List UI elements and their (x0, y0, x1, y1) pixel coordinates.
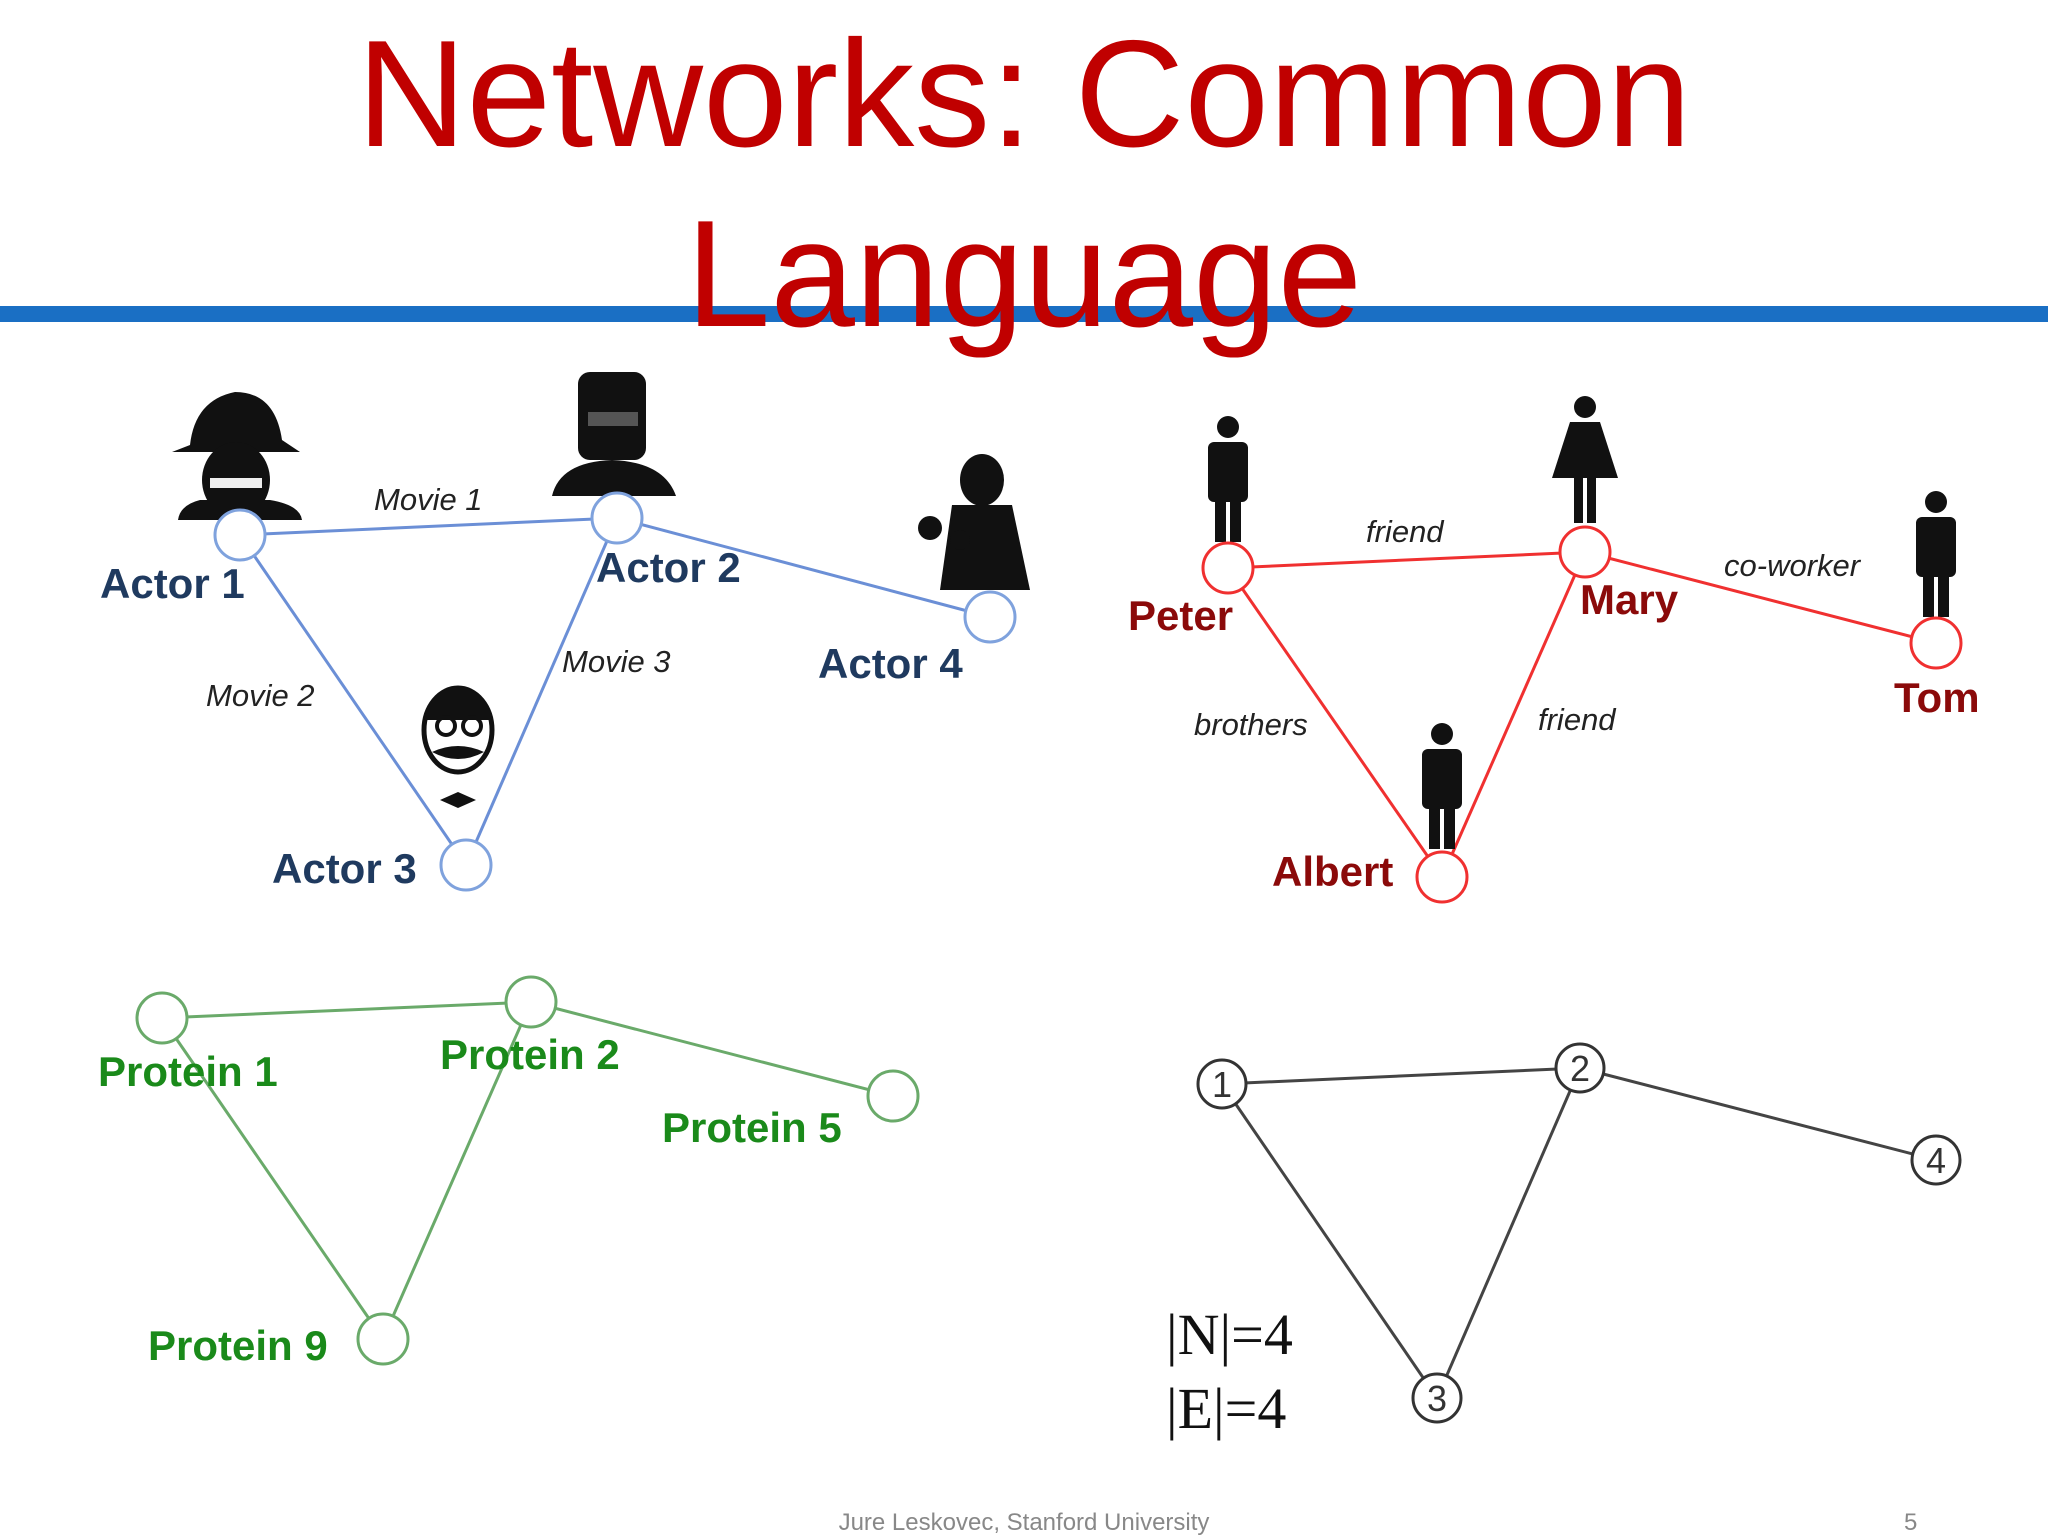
graph-node-1 (1196, 1058, 1248, 1110)
graph-node-label-1: 1 (1212, 1064, 1232, 1105)
social-label-tom: Tom (1894, 674, 1980, 721)
graph-node-3 (1411, 1372, 1463, 1424)
man-icon (1422, 723, 1462, 849)
protein-node-2 (504, 975, 558, 1029)
protein-label-9: Protein 9 (148, 1322, 328, 1369)
sunglasses-man-icon (552, 372, 676, 496)
actor-edge-1-2 (239, 516, 618, 537)
generic-graph: 1 2 3 4 |N|=4 |E|=4 (1166, 1042, 1962, 1441)
protein-node-1 (135, 991, 189, 1045)
protein-edge-1-9 (160, 1017, 385, 1340)
actor-node-2 (590, 491, 644, 545)
protein-node-9 (356, 1312, 410, 1366)
graph-node-label-2: 2 (1570, 1048, 1590, 1089)
social-edge-label-brothers: brothers (1194, 707, 1308, 742)
protein-edge-2-9 (381, 1001, 533, 1340)
man-icon (1208, 416, 1248, 542)
actor-label-4: Actor 4 (818, 640, 963, 687)
edge-count-label: |E|=4 (1166, 1376, 1286, 1441)
social-node-mary (1558, 525, 1612, 579)
actor-edge-label-3: Movie 3 (562, 644, 671, 679)
fedora-man-icon (172, 392, 302, 520)
protein-edge-2-5 (530, 1000, 894, 1098)
social-edge-mary-albert (1440, 551, 1587, 878)
actor-node-1 (213, 508, 267, 562)
social-edge-label-friend-2: friend (1538, 702, 1617, 737)
social-node-tom (1909, 616, 1963, 670)
graph-edge-2-4 (1579, 1066, 1937, 1162)
title-divider (0, 306, 2048, 322)
social-node-peter (1201, 541, 1255, 595)
actor-edge-2-4 (616, 516, 991, 619)
graph-node-2 (1554, 1042, 1606, 1094)
protein-label-2: Protein 2 (440, 1031, 620, 1078)
footer-page-number: 5 (1904, 1509, 1917, 1536)
slide-title: Networks: Common Language (356, 9, 1692, 359)
footer-author: Jure Leskovec, Stanford University (839, 1509, 1210, 1536)
man-icon (1916, 491, 1956, 617)
actor-edge-2-3 (464, 517, 619, 866)
graph-edge-1-3 (1220, 1083, 1439, 1399)
graph-edge-1-2 (1221, 1066, 1581, 1086)
protein-node-5 (866, 1069, 920, 1123)
actor-label-3: Actor 3 (272, 845, 417, 892)
actor-network: Actor 1 Actor 2 Actor 3 Actor 4 Movie 1 … (100, 372, 1030, 892)
actor-edge-1-3 (238, 534, 468, 866)
protein-label-5: Protein 5 (662, 1104, 842, 1151)
social-edge-peter-albert (1226, 567, 1444, 878)
martial-artist-icon (918, 454, 1030, 590)
node-count-label: |N|=4 (1166, 1302, 1293, 1367)
mustache-man-icon (421, 685, 495, 808)
social-edge-peter-mary (1227, 550, 1586, 570)
woman-icon (1552, 396, 1618, 523)
social-edge-label-friend-1: friend (1366, 514, 1445, 549)
protein-edge-1-2 (161, 1000, 532, 1020)
graph-node-label-4: 4 (1926, 1140, 1946, 1181)
social-label-mary: Mary (1580, 576, 1679, 623)
actor-node-4 (963, 590, 1017, 644)
social-edge-mary-tom (1584, 550, 1937, 645)
graph-node-label-3: 3 (1427, 1378, 1447, 1419)
actor-edge-label-2: Movie 2 (206, 678, 315, 713)
actor-label-1: Actor 1 (100, 560, 245, 607)
graph-edge-2-3 (1435, 1067, 1582, 1399)
social-node-albert (1415, 850, 1469, 904)
social-label-peter: Peter (1128, 592, 1233, 639)
social-network: Peter Mary Tom Albert friend co-worker b… (1128, 396, 1980, 904)
actor-edge-label-1: Movie 1 (374, 482, 483, 517)
actor-label-2: Actor 2 (596, 544, 741, 591)
social-edge-label-coworker: co-worker (1724, 548, 1862, 583)
social-label-albert: Albert (1272, 848, 1393, 895)
graph-node-4 (1910, 1134, 1962, 1186)
protein-network: Protein 1 Protein 2 Protein 5 Protein 9 (98, 975, 920, 1369)
actor-node-3 (439, 838, 493, 892)
protein-label-1: Protein 1 (98, 1048, 278, 1095)
